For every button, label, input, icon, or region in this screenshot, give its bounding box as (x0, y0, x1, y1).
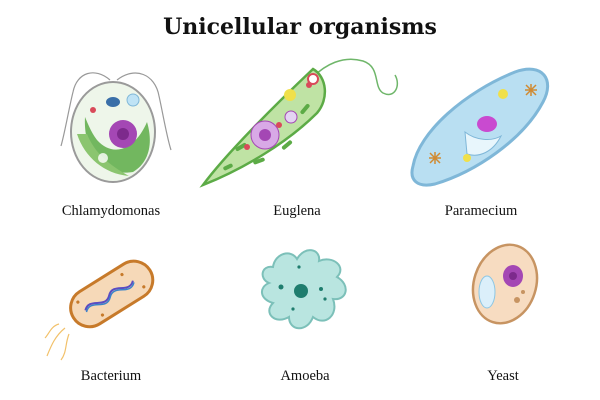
amoeba-illustration (261, 249, 347, 330)
organism-label-bacterium: Bacterium (80, 368, 142, 384)
page-title: Unicellular organisms (163, 14, 437, 40)
euglena-illustration (199, 58, 399, 188)
paramecium-illustration (410, 67, 550, 187)
organism-label-euglena: Euglena (273, 203, 321, 219)
bacterium-illustration (44, 259, 155, 361)
organism-label-paramecium: Paramecium (444, 203, 518, 219)
yeast-illustration (471, 243, 539, 325)
organism-label-chlamydomonas: Chlamydomonas (61, 203, 161, 219)
organism-label-amoeba: Amoeba (280, 368, 330, 384)
organism-label-yeast: Yeast (487, 368, 519, 384)
chlamydomonas-illustration (60, 72, 172, 183)
